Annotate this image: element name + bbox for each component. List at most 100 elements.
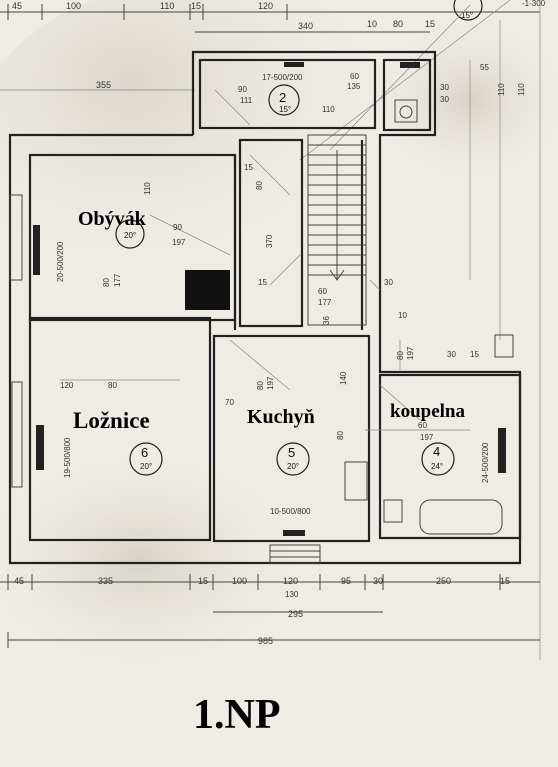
dim-label: 80: [336, 431, 345, 440]
dim-label: 100: [232, 576, 247, 586]
window-mark: [400, 62, 420, 68]
room-marker-hall: 2 15°: [268, 84, 300, 116]
dim-label: 15: [198, 576, 208, 586]
dim-label: 15: [470, 350, 479, 359]
radiator-label: 17-500/200: [262, 73, 303, 82]
room-name-loznice: Ložnice: [73, 408, 150, 433]
dim-label: 80: [256, 381, 265, 390]
fixtures: [269, 99, 514, 564]
radiator-label: 24-500/200: [481, 442, 490, 483]
toilet: [394, 99, 418, 123]
windows: [9, 62, 506, 536]
dim-label: 70: [225, 398, 234, 407]
window-frame: [9, 194, 23, 281]
dim-label: 250: [436, 576, 451, 586]
window-mark: [284, 62, 304, 67]
dim-label: 197: [266, 376, 275, 390]
inner-dimensions: 90 111 110 60 135 30 30 110 80 370 15 15…: [60, 72, 479, 442]
dim-label: 177: [318, 298, 332, 307]
room-temp: 20°: [140, 462, 152, 471]
dim-label: 177: [113, 273, 122, 287]
room-marker-obyvak: 20°: [115, 219, 145, 249]
bathtub: [419, 499, 503, 535]
dim-label: 30: [440, 83, 449, 92]
window-mark: [498, 428, 506, 473]
dim-label: 355: [96, 80, 111, 90]
dim-label: 55: [480, 63, 489, 72]
dim-label: -1-300: [522, 0, 546, 8]
room-number: 4: [433, 444, 440, 459]
dim-label: 15: [500, 576, 510, 586]
dim-label: 60: [350, 72, 359, 81]
radiator-label: 19-500/800: [63, 437, 72, 478]
dim-label: 10: [367, 19, 377, 29]
room-number: 5: [288, 445, 295, 460]
dim-label: 45: [14, 576, 24, 586]
dim-label: 90: [238, 85, 247, 94]
dim-label: 110: [143, 182, 152, 195]
radiator-label: 20-500/200: [56, 241, 65, 282]
dim-label: 10: [398, 311, 407, 320]
stove: [344, 461, 368, 501]
radiator-labels: 20-500/200 19-500/800 24-500/200 10-500/…: [56, 73, 490, 516]
sink: [383, 499, 403, 523]
dim-label: 15: [425, 19, 435, 29]
dim-label: 130: [285, 590, 299, 599]
room-temp: 24°: [431, 462, 443, 471]
room-number: 6: [141, 445, 148, 460]
dim-label: 197: [406, 346, 415, 360]
dim-label: 135: [347, 82, 361, 91]
dim-label: 140: [339, 371, 348, 385]
dim-label: 110: [160, 1, 174, 11]
dim-label: 80: [255, 181, 264, 190]
upper-temp-label: 15°: [461, 11, 473, 20]
dim-label: 370: [265, 234, 274, 248]
paper-stain: [360, 10, 558, 190]
dim-label: 197: [172, 238, 186, 247]
chimney-block: [185, 270, 230, 310]
upper-room-marker: 15°: [299, 0, 511, 161]
dim-label: 80: [102, 278, 111, 287]
dim-label: 985: [258, 636, 273, 646]
dim-label: 15: [244, 163, 253, 172]
dim-label: 335: [98, 576, 113, 586]
staircase: [307, 134, 367, 326]
outer-walls: [8, 50, 522, 565]
dim-label: 30: [447, 350, 456, 359]
dim-label: 80: [396, 351, 405, 360]
dim-label: 90: [173, 223, 182, 232]
radiator-label: 10-500/800: [270, 507, 311, 516]
dim-label: 110: [497, 83, 506, 96]
room-marker-kuchyn: 5 20°: [276, 442, 310, 476]
room-temp: 15°: [279, 105, 291, 114]
dim-label: 60: [318, 287, 327, 296]
room-marker-koupelna: 4 24°: [421, 442, 455, 476]
dim-label: 120: [258, 1, 273, 11]
annotation-strokes: [60, 89, 470, 431]
entrance-steps: [269, 544, 321, 564]
window-mark: [283, 530, 305, 536]
room-name-koupelna: koupelna: [390, 401, 465, 422]
dim-label: 30: [384, 278, 393, 287]
window-mark: [33, 225, 40, 275]
window-mark: [36, 425, 44, 470]
room-marker-loznice: 6 20°: [129, 442, 163, 476]
room-name-obyvak: Obývák: [78, 208, 147, 230]
right-dimension-line: 55 -1-300 110 110: [469, 0, 546, 660]
room-temp: 20°: [287, 462, 299, 471]
bottom-dimension-line: 45 335 15 100 120 95 30 250 15 130 295 9…: [0, 574, 540, 648]
paper-stain: [0, 0, 430, 320]
window-frame: [11, 381, 23, 488]
dim-label: 80: [108, 381, 117, 390]
dim-label: 80: [393, 19, 403, 29]
dim-label: 45: [12, 1, 22, 11]
vent-symbol: [494, 334, 514, 358]
dim-label: 110: [322, 105, 335, 114]
room-temp: 20°: [124, 231, 136, 240]
dim-label: 30: [373, 576, 383, 586]
dim-label: 111: [240, 96, 253, 105]
dim-label: 110: [517, 83, 526, 96]
dim-label: 15: [191, 1, 201, 11]
dim-label: 197: [420, 433, 434, 442]
top-dimension-line: 45 100 110 15 120 340 10 80 15 355: [0, 1, 540, 91]
